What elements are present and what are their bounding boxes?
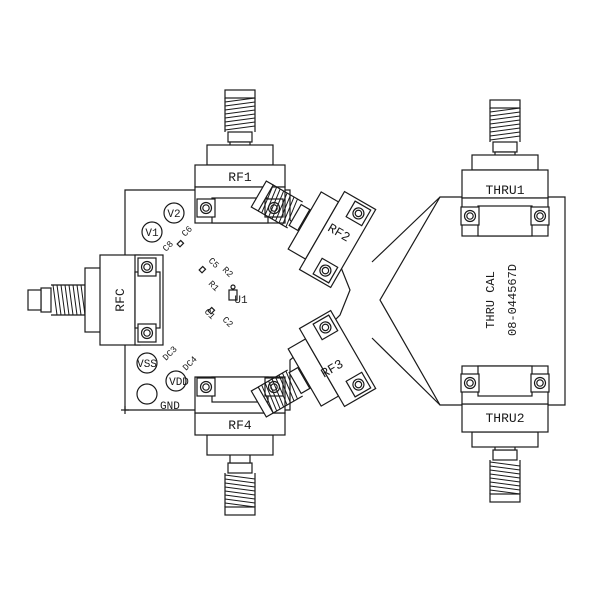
- vss-pad: [136, 352, 158, 374]
- thru-part-number: 08-044567D: [506, 264, 520, 336]
- c5-label: C5: [206, 256, 221, 271]
- gnd-pad: [136, 383, 158, 405]
- v2-label: V2: [167, 209, 180, 221]
- thru2-connector: [460, 365, 550, 503]
- c1-label: C1: [202, 307, 217, 322]
- vss-label: VSS: [137, 359, 157, 371]
- v1-label: V1: [145, 228, 159, 240]
- r2-label: R2: [220, 265, 235, 280]
- rf3-connector: [250, 309, 377, 418]
- c2-label: C2: [220, 315, 235, 330]
- thru-board: [371, 99, 566, 503]
- thru2-label: THRU2: [485, 411, 524, 426]
- dc4-label: DC4: [181, 355, 200, 374]
- v1-pad: [141, 221, 163, 243]
- r1-label: R1: [206, 279, 221, 294]
- rf2-connector: [250, 180, 377, 289]
- u1-label: U1: [234, 295, 248, 307]
- thru1-label: THRU1: [485, 183, 524, 198]
- main-board: [27, 89, 377, 516]
- vdd-label: VDD: [169, 377, 189, 389]
- rf4-label: RF4: [228, 418, 252, 433]
- c6-label: C6: [180, 224, 195, 239]
- v2-pad: [163, 202, 185, 224]
- rfc-label: RFC: [113, 288, 128, 312]
- gnd-label: GND: [160, 401, 180, 413]
- thru-cal-title: THRU CAL: [484, 271, 498, 329]
- rfc-connector: [27, 254, 164, 346]
- c8-label: C8: [161, 239, 176, 254]
- vdd-pad: [165, 370, 187, 392]
- rf1-connector: [194, 89, 286, 224]
- dc3-label: DC3: [161, 345, 180, 364]
- rf1-label: RF1: [228, 170, 252, 185]
- thru1-connector: [460, 99, 550, 237]
